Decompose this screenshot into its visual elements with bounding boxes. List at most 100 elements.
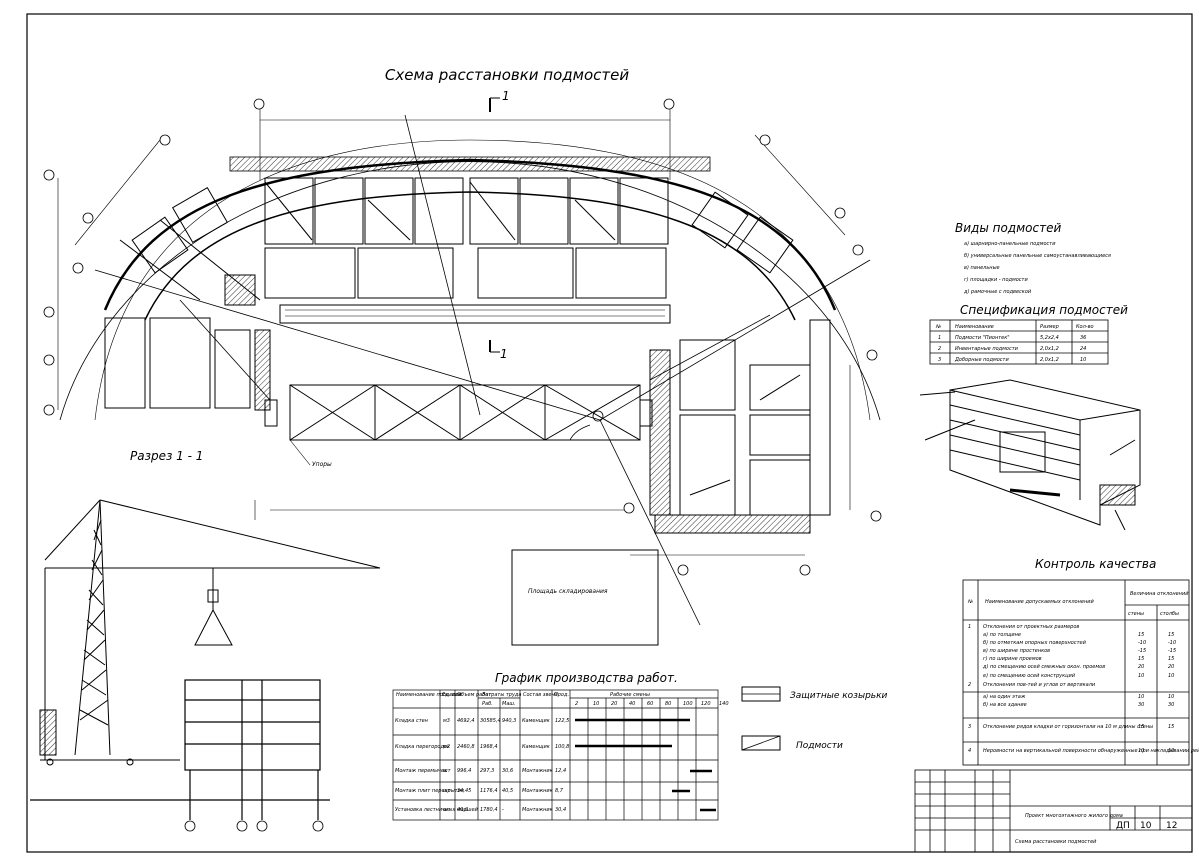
spec-cell: 1 (938, 335, 941, 341)
quality-row-pillars: -15 (1168, 648, 1176, 654)
section-1-1: Разрез 1 - 1 (30, 449, 381, 832)
scaffold-types-title: Виды подмостей (955, 221, 1061, 235)
quality-h-name: Наименование допускаемых отклонений (985, 599, 1094, 605)
schedule-cell-lab: 30585,4 (480, 718, 501, 724)
quality-row-text: г) по ширине проемов (983, 656, 1042, 662)
schedule-header-cell: Наименование процесса (396, 692, 461, 698)
spec-cell: Доборные подмости (954, 357, 1009, 363)
scaffold-legend-swatch (741, 735, 781, 751)
schedule-cell-vol: 996,4 (457, 768, 471, 774)
schedule-cell-vol: 34,45 (457, 788, 471, 794)
quality-row-text: Отклонение рядов кладки от горизонтали н… (983, 724, 1153, 730)
axis-markers (43, 98, 882, 576)
spec-cell: 5,2х2,4 (1040, 335, 1059, 341)
quality-row-text: в) по ширине простенков (983, 648, 1050, 654)
scaffold-types: Виды подмостей а) шарнирно-панельные под… (955, 221, 1111, 295)
spec-cell: 2,0х1,2 (1040, 346, 1059, 352)
schedule-cell-name: Монтаж перемычек (395, 768, 447, 774)
schedule-cell-crew: Монтажник (522, 807, 553, 813)
schedule-cell-dur: 30,4 (555, 807, 566, 813)
quality-row-walls: -15 (1138, 648, 1146, 654)
dimension-lines (57, 100, 851, 556)
left-wing (104, 186, 261, 409)
quality-row-pillars: 30 (1168, 702, 1174, 708)
schedule-cell-name: Кладка перегородок (395, 744, 450, 750)
schedule-cell-crew: Монтажник (522, 788, 553, 794)
spec-cell: 3 (938, 357, 941, 363)
spec-h-name: Наименование (955, 324, 994, 330)
spec-title: Спецификация подмостей (960, 303, 1128, 317)
spec-cell: Подмости "Пионтек" (955, 335, 1010, 341)
section-cut: 1 1 (489, 89, 510, 361)
quality-h-no: № (967, 599, 973, 605)
schedule-cell-dur: 12,4 (555, 768, 566, 774)
schedule-subheader: Маш. (502, 701, 516, 707)
schedule-header-cell: Прод. (554, 692, 569, 698)
schedule-day: 60 (647, 701, 653, 707)
spec-cell: 24 (1080, 346, 1086, 352)
quality-row-walls: 20 (1138, 664, 1144, 670)
schedule-header-cell: Ед. изм. (442, 692, 463, 698)
quality-h-pillars: столбы (1160, 611, 1179, 617)
scaffold-type-b: б) универсальные панельные самоустанавли… (964, 253, 1111, 259)
legend-scaffold: Подмости (796, 741, 843, 751)
quality-row-text: е) по смещению осей конструкций (983, 673, 1076, 679)
schedule-cell-crew: Монтажник (522, 768, 553, 774)
quality-row-no: 3 (968, 724, 971, 730)
section-axes (184, 820, 324, 832)
legend-guard: Защитные козырьки (790, 691, 888, 701)
quality-row-text: б) на все здание (983, 702, 1027, 708)
schedule-cell-lab: 1176,4 (480, 788, 498, 794)
schedule-cell-unit: м3 (443, 718, 450, 724)
schedule-title: График производства работ. (495, 671, 678, 685)
quality-row-pillars: -10 (1168, 640, 1176, 646)
schedule-cell-unit: м2 (443, 744, 450, 750)
schedule-day: 140 (719, 701, 729, 707)
quality-row-pillars: 15 (1168, 724, 1174, 730)
schedule-day: 10 (593, 701, 599, 707)
quality-row-no: 4 (968, 748, 971, 754)
schedule-subheader: Раб. (482, 701, 493, 707)
schedule-cell-unit: шт (443, 788, 452, 794)
schedule-cell-crew: Каменщик (522, 744, 550, 750)
schedule-cell-mach: - (502, 807, 504, 813)
schedule-cell-vol: 40,0 (457, 807, 468, 813)
top-room-row (264, 177, 669, 299)
quality-row-text: д) по смещению осей смежных окон. проемо… (982, 664, 1105, 670)
scaffold-type-c: в) панельные (964, 265, 1000, 271)
tb-doc: ДП (1116, 821, 1130, 831)
schedule-cell-name: Кладка стен (395, 718, 429, 724)
tb-project: Проект многоэтажного жилого дома (1025, 813, 1123, 819)
schedule-cell-lab: 297,3 (480, 768, 494, 774)
schedule-cell-unit: шт (443, 807, 452, 813)
quality-row-walls: 30 (1138, 702, 1144, 708)
scaffold-type-a: а) шарнирно-панельные подмости (964, 241, 1056, 247)
spec-cell: 10 (1080, 357, 1086, 363)
schedule-cell-mach: 40,5 (502, 788, 513, 794)
schedule-header-cell: Рабочие смены (610, 692, 650, 698)
schedule-cell-unit: шт (443, 768, 452, 774)
quality-title: Контроль качества (1035, 557, 1156, 571)
schedule-day: 20 (611, 701, 617, 707)
schedule-day: 40 (629, 701, 635, 707)
crane-lines (94, 114, 871, 626)
schedule-cell-lab: 1968,4 (480, 744, 498, 750)
quality-row-walls: 10 (1138, 673, 1144, 679)
spec-h-qty: Кол-во (1076, 324, 1094, 330)
quality-row-text: а) по толщине (983, 632, 1021, 638)
quality-row-no: 2 (968, 682, 971, 688)
schedule-cell-dur: 8,7 (555, 788, 564, 794)
quality-row-no: 1 (968, 624, 971, 630)
tb-sheet-name: Схема расстановки подмостей (1015, 839, 1097, 845)
quality-row-pillars: 10 (1168, 748, 1174, 754)
quality-table: Контроль качества № Наименование допуска… (962, 557, 1199, 766)
schedule-cell-vol: 2460,8 (457, 744, 475, 750)
quality-row-walls: 15 (1138, 656, 1144, 662)
quality-row-pillars: 15 (1168, 656, 1174, 662)
quality-row-pillars: 15 (1168, 632, 1174, 638)
schedule-cell-lab: 1780,4 (480, 807, 498, 813)
quality-row-text: Неровности на вертикальной поверхности о… (983, 748, 1199, 754)
isometric-wall (919, 379, 1141, 531)
scaffold-type-e: д) рамочные с подвеской (963, 289, 1032, 295)
